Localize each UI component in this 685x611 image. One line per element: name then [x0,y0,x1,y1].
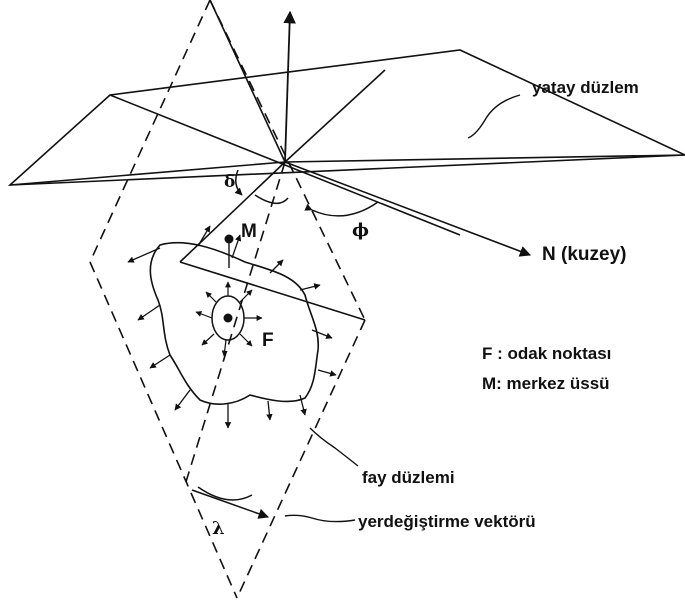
rupture-arrow [299,283,321,291]
focus-point [223,313,233,323]
dip-angle-label: δ [224,172,236,192]
fault-plane-leader [309,427,359,467]
focus-label: F [262,330,274,351]
fault-strike-line [179,261,366,321]
fault-plane-label: fay düzlemi [362,468,455,487]
rupture-arrow [127,247,161,263]
rupture-area [149,241,320,405]
legend-item-epicenter: M: merkez üssü [482,374,610,393]
horizontal-plane-gridline [209,0,286,163]
rupture-arrow [174,389,191,411]
fault-plane [89,0,366,599]
rupture-arrow [269,259,284,274]
rupture-arrow [197,225,211,247]
fault-plane-edge [209,0,366,321]
rupture-arrows [127,225,337,429]
rupture-arrow [299,394,307,416]
slip-vector-leader [284,514,356,523]
strike-angle-arc [304,201,379,217]
north-arrow [284,161,532,257]
rake-angle-label: λ [212,518,225,539]
fault-plane-edge [236,319,366,599]
fault-plane-edge [89,261,238,599]
epicenter-point [224,234,234,244]
rupture-arrow [231,234,242,259]
focus-arrows [195,281,263,357]
rake-angle-arc [197,486,253,501]
slip-vector-label: yerdeğiştirme vektörü [358,512,536,531]
vertical-arrow [283,10,296,163]
horizontal-plane-gridline [9,161,286,186]
rupture-arrow [317,369,337,377]
horizontal-plane-leader [467,94,521,139]
rupture-arrow [149,354,171,369]
rupture-arrow [266,400,273,421]
horizontal-plane [7,0,685,236]
dip-angle-arc [234,169,243,196]
horizontal-plane-gridline [109,94,461,236]
horizontal-plane-gridline [284,154,685,163]
rupture-arrow [311,329,333,339]
fault-plane-edge [89,0,211,263]
strike-angle-label: ϕ [352,220,369,241]
slip-vector [191,489,269,519]
fault-plane-dip-line [184,161,286,486]
rupture-arrow [137,304,161,321]
horizontal-plane-label: yatay düzlem [532,78,639,97]
north-label: N (kuzey) [542,244,627,265]
epicenter-label: M [241,221,257,242]
horizontal-plane-gridline [284,69,386,163]
horizontal-plane-outline [7,49,685,186]
dip-angle-arc-lower [254,194,289,204]
legend-item-focus: F : odak noktası [482,344,612,363]
